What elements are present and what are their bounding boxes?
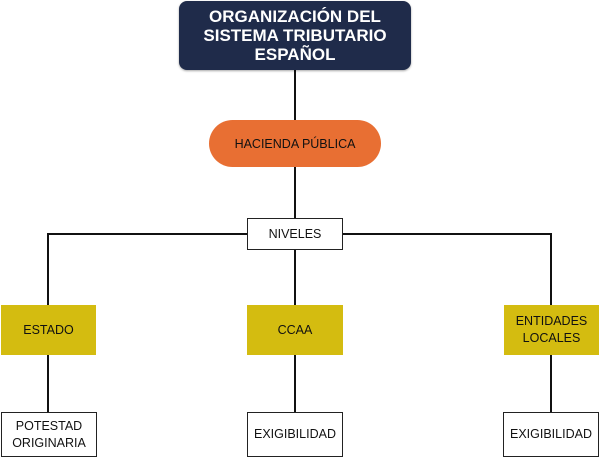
connector-entidades-to-leaf	[550, 355, 552, 412]
node-level-estado: ESTADO	[1, 305, 96, 355]
connector-to-ccaa	[294, 250, 296, 305]
connector-to-entidades	[550, 233, 552, 305]
node-level-entidades-locales: ENTIDADES LOCALES	[504, 305, 599, 355]
connector-to-estado	[47, 233, 49, 305]
diagram-title: ORGANIZACIÓN DEL SISTEMA TRIBUTARIO ESPA…	[179, 1, 411, 70]
node-level-ccaa: CCAA	[247, 305, 343, 355]
connector-title-to-hacienda	[294, 70, 296, 120]
connector-hacienda-to-niveles	[294, 167, 296, 218]
connector-ccaa-to-leaf	[294, 355, 296, 412]
node-hacienda-publica: HACIENDA PÚBLICA	[209, 120, 381, 167]
node-leaf-potestad-originaria: POTESTAD ORIGINARIA	[1, 412, 97, 457]
connector-estado-to-leaf	[47, 355, 49, 412]
node-niveles: NIVELES	[247, 218, 343, 250]
node-leaf-exigibilidad-entidades: EXIGIBILIDAD	[503, 412, 599, 457]
node-leaf-exigibilidad-ccaa: EXIGIBILIDAD	[247, 412, 343, 457]
